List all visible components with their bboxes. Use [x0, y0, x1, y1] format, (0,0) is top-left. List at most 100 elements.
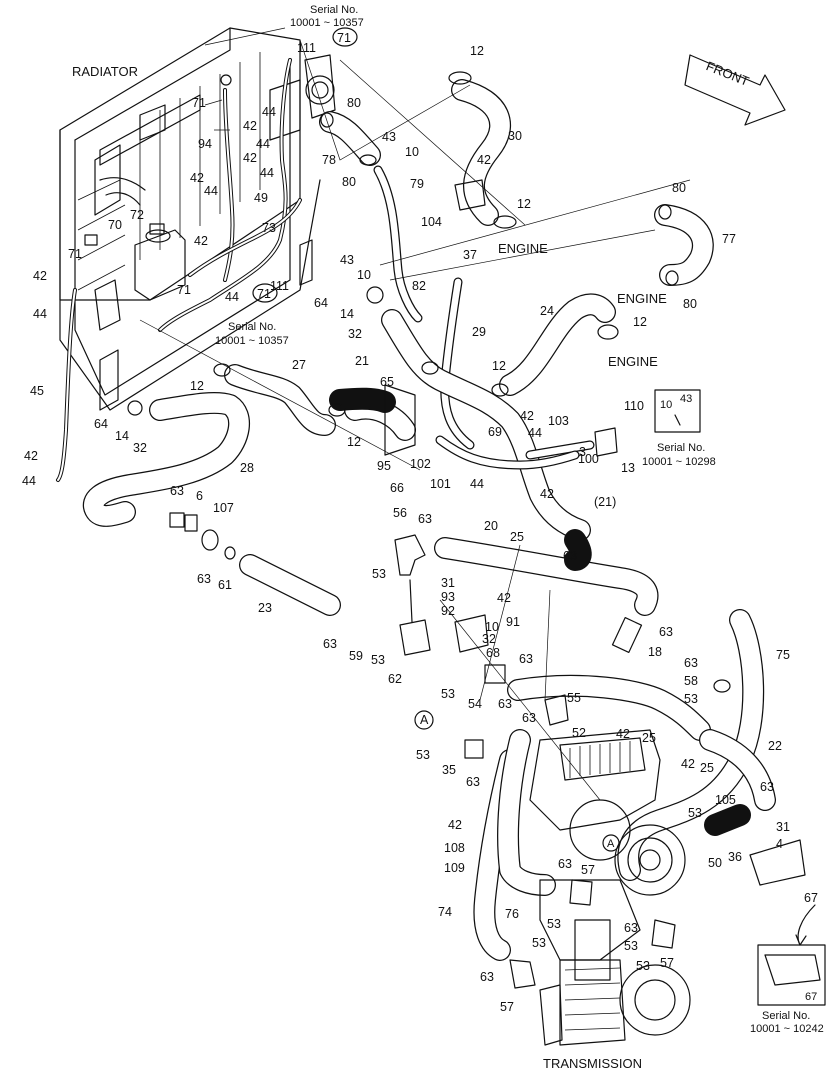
callout-42: 42 — [190, 171, 204, 185]
callout-numbers: 111 12 71 80 42 44 30 43 94 44 42 10 78 … — [22, 41, 818, 1014]
transmission-label: TRANSMISSION — [543, 1056, 642, 1071]
callout-100: 100 — [578, 452, 599, 466]
callout-65: 65 — [380, 375, 394, 389]
callout-82: 82 — [412, 279, 426, 293]
callout-108: 108 — [444, 841, 465, 855]
callout-12: 12 — [633, 315, 647, 329]
callout-63: 63 — [659, 625, 673, 639]
callout-64: 64 — [94, 417, 108, 431]
callout-64: 64 — [314, 296, 328, 310]
front-arrow-icon: FRONT — [684, 54, 786, 126]
callout-18: 18 — [648, 645, 662, 659]
marker-a-left: A — [420, 713, 429, 727]
callout-25: 25 — [510, 530, 524, 544]
callout-44: 44 — [260, 166, 274, 180]
callout-42: 42 — [477, 153, 491, 167]
callout-32: 32 — [348, 327, 362, 341]
callout-42: 42 — [681, 757, 695, 771]
serial-range-3: 10001 ~ 10298 — [642, 456, 716, 468]
engine-label-3: ENGINE — [608, 354, 658, 369]
callout-44: 44 — [262, 105, 276, 119]
radiator-label: RADIATOR — [72, 64, 138, 79]
callout-12: 12 — [492, 359, 506, 373]
callout-53: 53 — [532, 936, 546, 950]
callout-80: 80 — [672, 181, 686, 195]
callout-67: 67 — [804, 891, 818, 905]
section-labels: RADIATOR ENGINE ENGINE ENGINE TRANSMISSI… — [72, 4, 824, 1071]
serial-heading-4: Serial No. — [762, 1010, 810, 1022]
callout-57: 57 — [581, 863, 595, 877]
callout-94: 94 — [198, 137, 212, 151]
callout-24: 24 — [540, 304, 554, 318]
front-label: FRONT — [704, 58, 751, 89]
callout-42: 42 — [616, 727, 630, 741]
callout-63: 63 — [558, 857, 572, 871]
callout-13: 13 — [621, 461, 635, 475]
callout-55: 55 — [567, 691, 581, 705]
callout-78: 78 — [322, 153, 336, 167]
callout-110: 110 — [624, 399, 644, 413]
callout-53: 53 — [372, 567, 386, 581]
callout-50: 50 — [708, 856, 722, 870]
callout-71: 71 — [192, 96, 206, 110]
callout-63: 63 — [519, 652, 533, 666]
callout-53: 53 — [441, 687, 455, 701]
callout-45: 45 — [30, 384, 44, 398]
callout-53: 53 — [684, 692, 698, 706]
callout-63: 63 — [418, 512, 432, 526]
callout-20: 20 — [484, 519, 498, 533]
callout-72: 72 — [130, 208, 144, 222]
callout-12: 12 — [517, 197, 531, 211]
callout-32: 32 — [133, 441, 147, 455]
callout-63: 63 — [522, 711, 536, 725]
transmission-assembly — [529, 729, 691, 1046]
callout-6: 6 — [196, 489, 203, 503]
callout-14: 14 — [340, 307, 354, 321]
callout-109: 109 — [444, 861, 465, 875]
serial-heading-2: Serial No. — [228, 321, 276, 333]
callout-91: 91 — [506, 615, 520, 629]
hose-105 — [704, 804, 751, 836]
callout-31: 31 — [441, 576, 455, 590]
callout-69: 69 — [488, 425, 502, 439]
callout-79: 79 — [410, 177, 424, 191]
callout-63: 63 — [323, 637, 337, 651]
callout-80: 80 — [342, 175, 356, 189]
callout-42: 42 — [540, 487, 554, 501]
callout-56: 56 — [393, 506, 407, 520]
callout-80: 80 — [683, 297, 697, 311]
callout-42: 42 — [243, 151, 257, 165]
callout-32: 32 — [482, 632, 496, 646]
callout-77: 77 — [722, 232, 736, 246]
callout-54: 54 — [468, 697, 482, 711]
callout-12: 12 — [470, 44, 484, 58]
callout-103: 103 — [548, 414, 569, 428]
callout-75: 75 — [776, 648, 790, 662]
callout-42: 42 — [194, 234, 208, 248]
callout-111: 111 — [297, 41, 316, 55]
callout-44: 44 — [204, 184, 218, 198]
callout-92: 92 — [441, 604, 455, 618]
callout-42: 42 — [24, 449, 38, 463]
callout-57: 57 — [660, 956, 674, 970]
radiator-assembly — [56, 27, 336, 482]
callout-35: 35 — [442, 763, 456, 777]
callout-80: 80 — [347, 96, 361, 110]
callout-44: 44 — [225, 290, 239, 304]
callout-44: 44 — [528, 426, 542, 440]
fittings — [127, 71, 806, 989]
serial-heading-1: Serial No. — [310, 4, 358, 16]
circled-markers: 71 71 A A — [252, 27, 620, 852]
callout-111: 111 — [270, 279, 289, 293]
callout-53: 53 — [371, 653, 385, 667]
callout-42: 42 — [243, 119, 257, 133]
callout-23: 23 — [258, 601, 272, 615]
callout-71: 71 — [68, 247, 82, 261]
callout-10: 10 — [357, 268, 371, 282]
callout-68: 68 — [486, 646, 500, 660]
callout-53: 53 — [547, 917, 561, 931]
callout-73: 73 — [262, 221, 276, 235]
callout-76: 76 — [505, 907, 519, 921]
callout-74: 74 — [438, 905, 452, 919]
